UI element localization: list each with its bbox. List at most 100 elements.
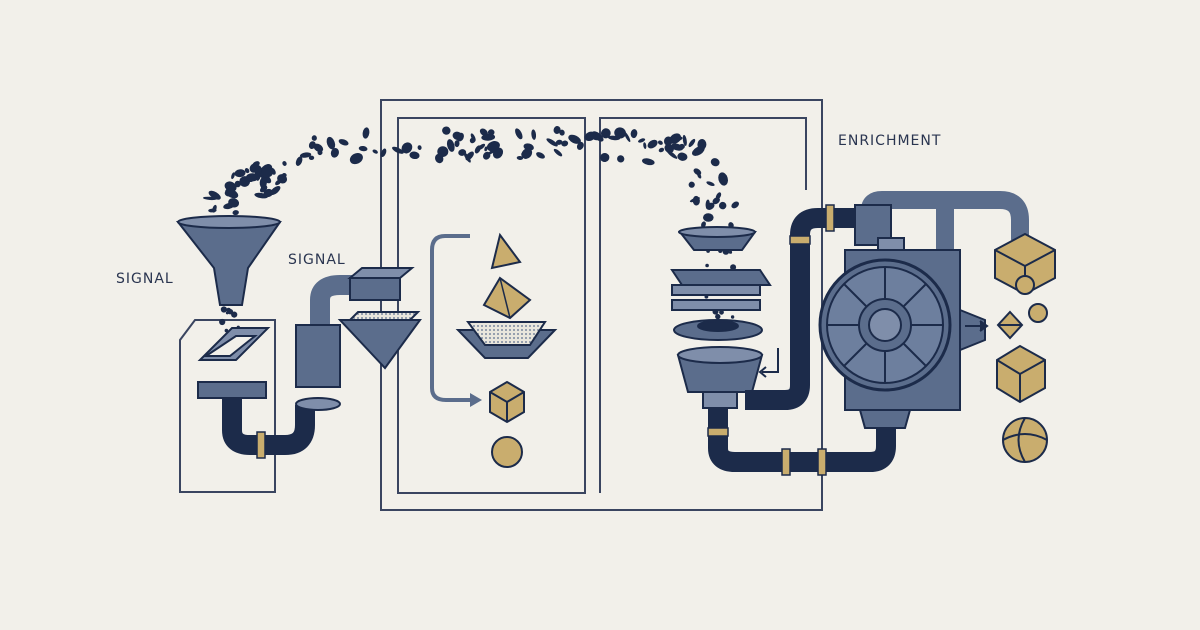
particle (261, 167, 272, 178)
outer-frame (380, 99, 823, 511)
particle (719, 309, 724, 315)
particle (669, 136, 683, 143)
particle (715, 313, 721, 320)
particle (270, 167, 276, 175)
particle (682, 134, 687, 146)
particle (718, 172, 728, 186)
particle (437, 146, 449, 158)
particle (208, 190, 221, 200)
octahedron-icon (482, 276, 532, 320)
filter-stack (670, 226, 772, 409)
particle (584, 131, 596, 141)
particle (219, 318, 226, 326)
stage-frames (179, 99, 823, 511)
particle (553, 148, 563, 157)
return-arrow (758, 348, 779, 378)
particle (643, 142, 647, 149)
particle (313, 143, 324, 152)
inner-frame-left (397, 117, 586, 494)
particle (474, 145, 481, 154)
label-signal-mid: SIGNAL (288, 252, 346, 268)
particle (642, 158, 655, 166)
particle (308, 155, 315, 160)
particle (299, 152, 312, 158)
particle-stream (203, 126, 739, 333)
particle (630, 129, 638, 139)
particle (568, 134, 581, 144)
label-signal-left: SIGNAL (116, 271, 174, 287)
particle (515, 128, 523, 140)
particle (555, 139, 563, 145)
particle (559, 129, 565, 136)
particle (546, 138, 558, 147)
particle (259, 176, 267, 189)
particle (220, 306, 227, 313)
particle (705, 263, 709, 268)
sieve-icon (337, 311, 422, 370)
particle (697, 139, 707, 150)
particle (647, 139, 658, 149)
particle (454, 140, 460, 148)
particle (452, 131, 463, 141)
middle-stage (430, 232, 558, 468)
output-cube (996, 344, 1046, 404)
particle (688, 138, 696, 148)
particle (561, 140, 569, 147)
particle (730, 264, 737, 271)
particle (730, 315, 735, 319)
particle (295, 156, 303, 166)
particle (553, 126, 561, 134)
particle (270, 186, 281, 195)
particle (392, 146, 404, 154)
particle (442, 126, 451, 135)
particle (617, 155, 625, 163)
particle (600, 152, 610, 163)
particle (657, 140, 663, 145)
pyramid-icon (490, 232, 522, 270)
particle (710, 158, 720, 167)
particle (212, 204, 217, 213)
particle (228, 198, 240, 208)
particle (666, 150, 678, 159)
elbow-tower (295, 267, 415, 388)
inner-frame-right (599, 117, 807, 493)
intake-frame (179, 319, 276, 493)
particle (349, 153, 363, 165)
particle (463, 152, 471, 163)
particle (244, 168, 250, 174)
particle (338, 139, 349, 146)
particle (703, 213, 714, 222)
particle (688, 181, 695, 188)
particle (469, 137, 476, 144)
particle (275, 179, 282, 186)
particle (678, 143, 685, 150)
particle (326, 136, 336, 150)
particle (516, 155, 524, 161)
particle (231, 172, 235, 180)
particle (697, 172, 702, 179)
particle (706, 181, 715, 187)
pipe-network (708, 208, 896, 472)
particle (417, 145, 422, 150)
particle (712, 197, 720, 205)
particle (705, 199, 710, 209)
particle (600, 128, 611, 139)
particle (638, 138, 646, 143)
output-arrow (965, 320, 989, 332)
particle (719, 201, 727, 210)
cube-icon (489, 380, 525, 424)
sphere-icon (491, 436, 523, 468)
particle (234, 169, 246, 178)
particle (401, 142, 413, 154)
outputs (994, 232, 1056, 463)
pump-icon (818, 249, 986, 429)
particle (728, 250, 733, 254)
particle (731, 201, 739, 209)
particle (234, 180, 241, 188)
particle (311, 135, 317, 141)
particle (689, 197, 700, 203)
particle (282, 172, 287, 178)
particle (227, 186, 235, 195)
